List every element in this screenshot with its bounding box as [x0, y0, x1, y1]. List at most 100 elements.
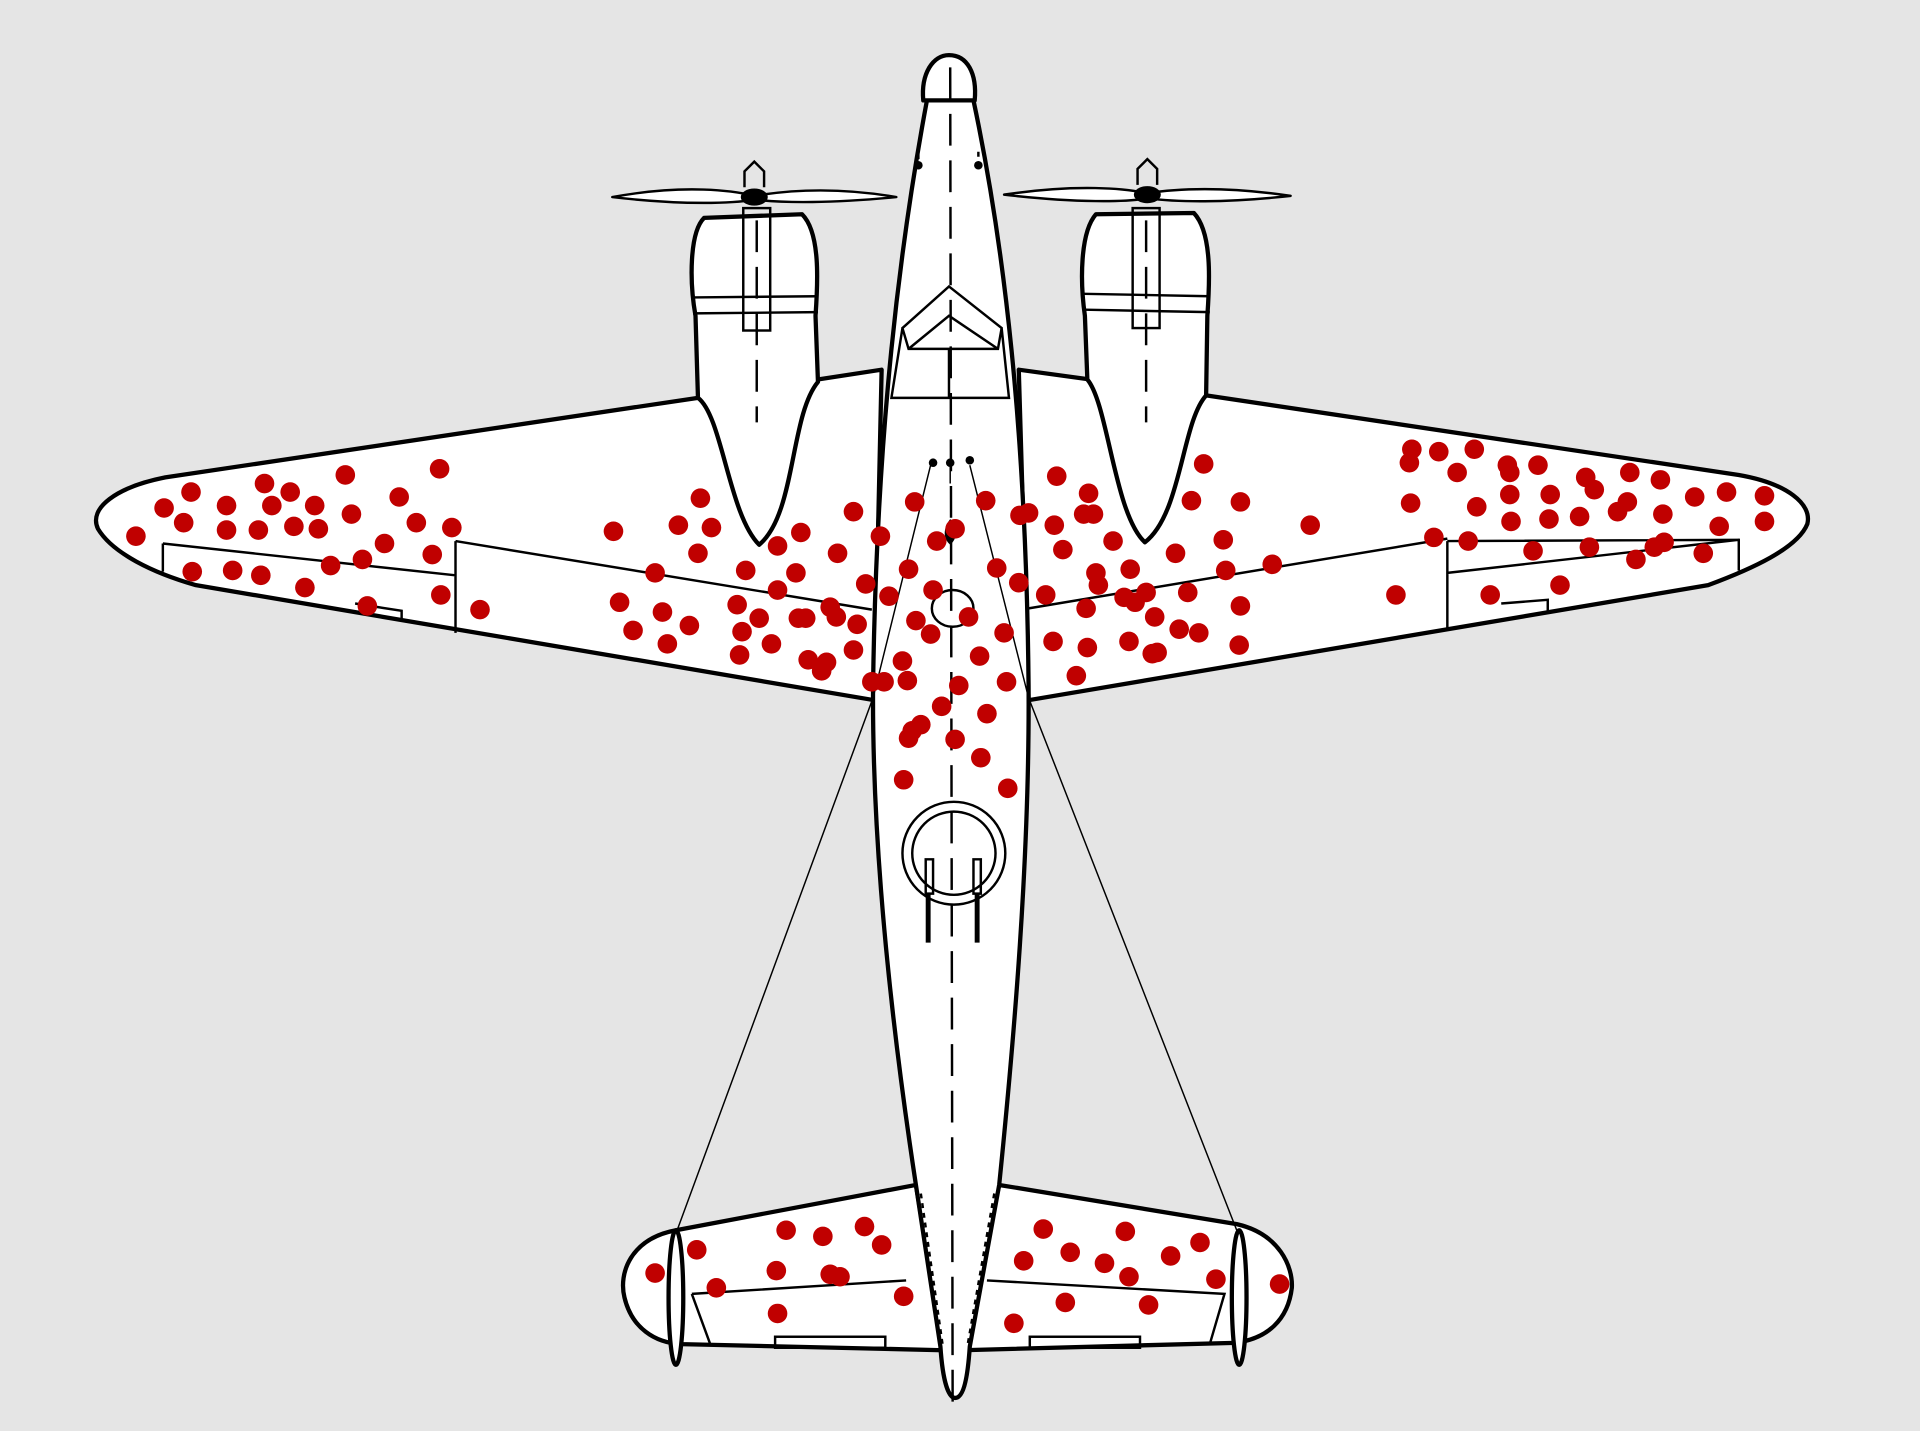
bullet-hole	[897, 670, 918, 691]
bullet-hole	[879, 586, 899, 606]
bullet-hole	[923, 580, 943, 600]
bullet-hole	[945, 729, 965, 750]
bullet-hole	[847, 614, 867, 635]
bullet-hole	[1579, 537, 1600, 557]
bullet-hole	[652, 602, 673, 622]
bullet-hole	[830, 1266, 850, 1287]
right-fin	[1229, 1228, 1249, 1368]
bullet-hole	[304, 495, 325, 516]
bullet-hole	[898, 728, 919, 748]
bullet-hole	[1620, 462, 1640, 483]
bullet-hole	[996, 672, 1017, 692]
bullet-hole	[1528, 455, 1548, 475]
bullet-hole	[945, 519, 965, 539]
bullet-hole	[1540, 484, 1560, 505]
bullet-hole	[1188, 623, 1209, 643]
propellers	[611, 157, 1292, 206]
bullet-hole	[1177, 582, 1198, 603]
bullet-hole	[798, 650, 818, 670]
bullet-hole	[791, 522, 811, 543]
bullet-hole	[1709, 516, 1729, 537]
bullet-hole	[843, 501, 864, 522]
bullet-hole	[690, 488, 711, 509]
bullet-hole	[182, 561, 203, 582]
bullet-hole	[1215, 560, 1236, 581]
bullet-hole	[870, 526, 891, 546]
bullet-hole	[216, 495, 237, 516]
bullet-hole	[892, 651, 913, 671]
bullet-hole	[1653, 504, 1673, 524]
bullet-hole	[1458, 531, 1478, 551]
left-fin	[666, 1228, 686, 1368]
bullet-hole	[795, 608, 816, 628]
bullet-hole	[893, 1286, 914, 1307]
bullet-hole	[948, 675, 969, 696]
bullet-hole	[335, 465, 356, 485]
bullet-hole	[1480, 585, 1500, 605]
bullet-hole	[766, 1260, 787, 1281]
bullet-hole	[776, 1220, 796, 1241]
hatch	[930, 588, 975, 628]
bullet-hole	[154, 498, 174, 518]
bullet-hole	[1078, 483, 1099, 504]
bullet-hole	[1464, 439, 1485, 460]
bullet-hole	[470, 599, 490, 620]
bullet-hole	[931, 696, 952, 717]
bullet-hole	[994, 623, 1014, 643]
bullet-hole	[1053, 539, 1073, 560]
bullet-hole	[1055, 1292, 1076, 1313]
bullet-hole	[1466, 496, 1487, 517]
bullet-hole	[645, 1263, 665, 1283]
bullet-hole	[126, 526, 146, 546]
bullet-hole	[906, 610, 926, 631]
bullet-hole	[609, 592, 630, 613]
bullet-hole	[874, 672, 894, 692]
bullet-hole	[727, 594, 747, 615]
bullet-hole	[977, 703, 997, 724]
bullet-hole	[786, 563, 806, 583]
bullet-hole	[181, 482, 201, 502]
bullet-hole	[679, 615, 700, 636]
bullet-hole	[971, 747, 991, 768]
bullet-hole	[871, 1235, 892, 1255]
bullet-hole	[813, 1226, 833, 1247]
bullet-hole	[1230, 596, 1251, 616]
bullet-hole	[1083, 504, 1104, 524]
bullet-hole	[688, 543, 708, 564]
bullet-hole	[1088, 575, 1109, 595]
bullet-hole	[958, 607, 979, 627]
bullet-hole	[1144, 607, 1165, 627]
bullet-hole	[389, 487, 409, 507]
bullet-hole	[422, 544, 443, 565]
bullet-hole	[761, 634, 782, 654]
bullet-hole	[1160, 1246, 1181, 1266]
bullet-hole	[173, 512, 194, 533]
bullet-hole	[1607, 501, 1628, 522]
bullet-hole	[1044, 515, 1065, 535]
bullet-hole	[248, 520, 269, 540]
bullet-hole	[1165, 543, 1186, 564]
bullet-hole	[767, 1303, 788, 1324]
bullet-hole	[701, 517, 722, 538]
bullet-hole	[295, 577, 315, 598]
bullet-hole	[1300, 515, 1320, 535]
bullet-hole	[1119, 1266, 1139, 1287]
bullet-hole	[668, 515, 689, 535]
bullet-hole	[442, 517, 462, 538]
bullet-hole	[357, 596, 378, 616]
bullet-hole	[997, 778, 1018, 799]
bullet-hole	[1626, 549, 1646, 570]
bullet-hole	[1428, 441, 1449, 462]
bullet-hole	[429, 459, 450, 479]
bullet-hole	[1103, 531, 1123, 551]
bullet-hole	[1550, 575, 1570, 595]
bullet-hole	[1043, 631, 1063, 652]
bullet-hole	[1190, 1232, 1210, 1253]
bullet-hole	[1094, 1253, 1115, 1274]
bullet-hole	[1754, 511, 1775, 532]
bullet-hole	[893, 769, 914, 790]
bullet-hole	[1500, 462, 1520, 483]
bullet-hole	[222, 560, 243, 581]
bullet-hole	[254, 473, 275, 494]
